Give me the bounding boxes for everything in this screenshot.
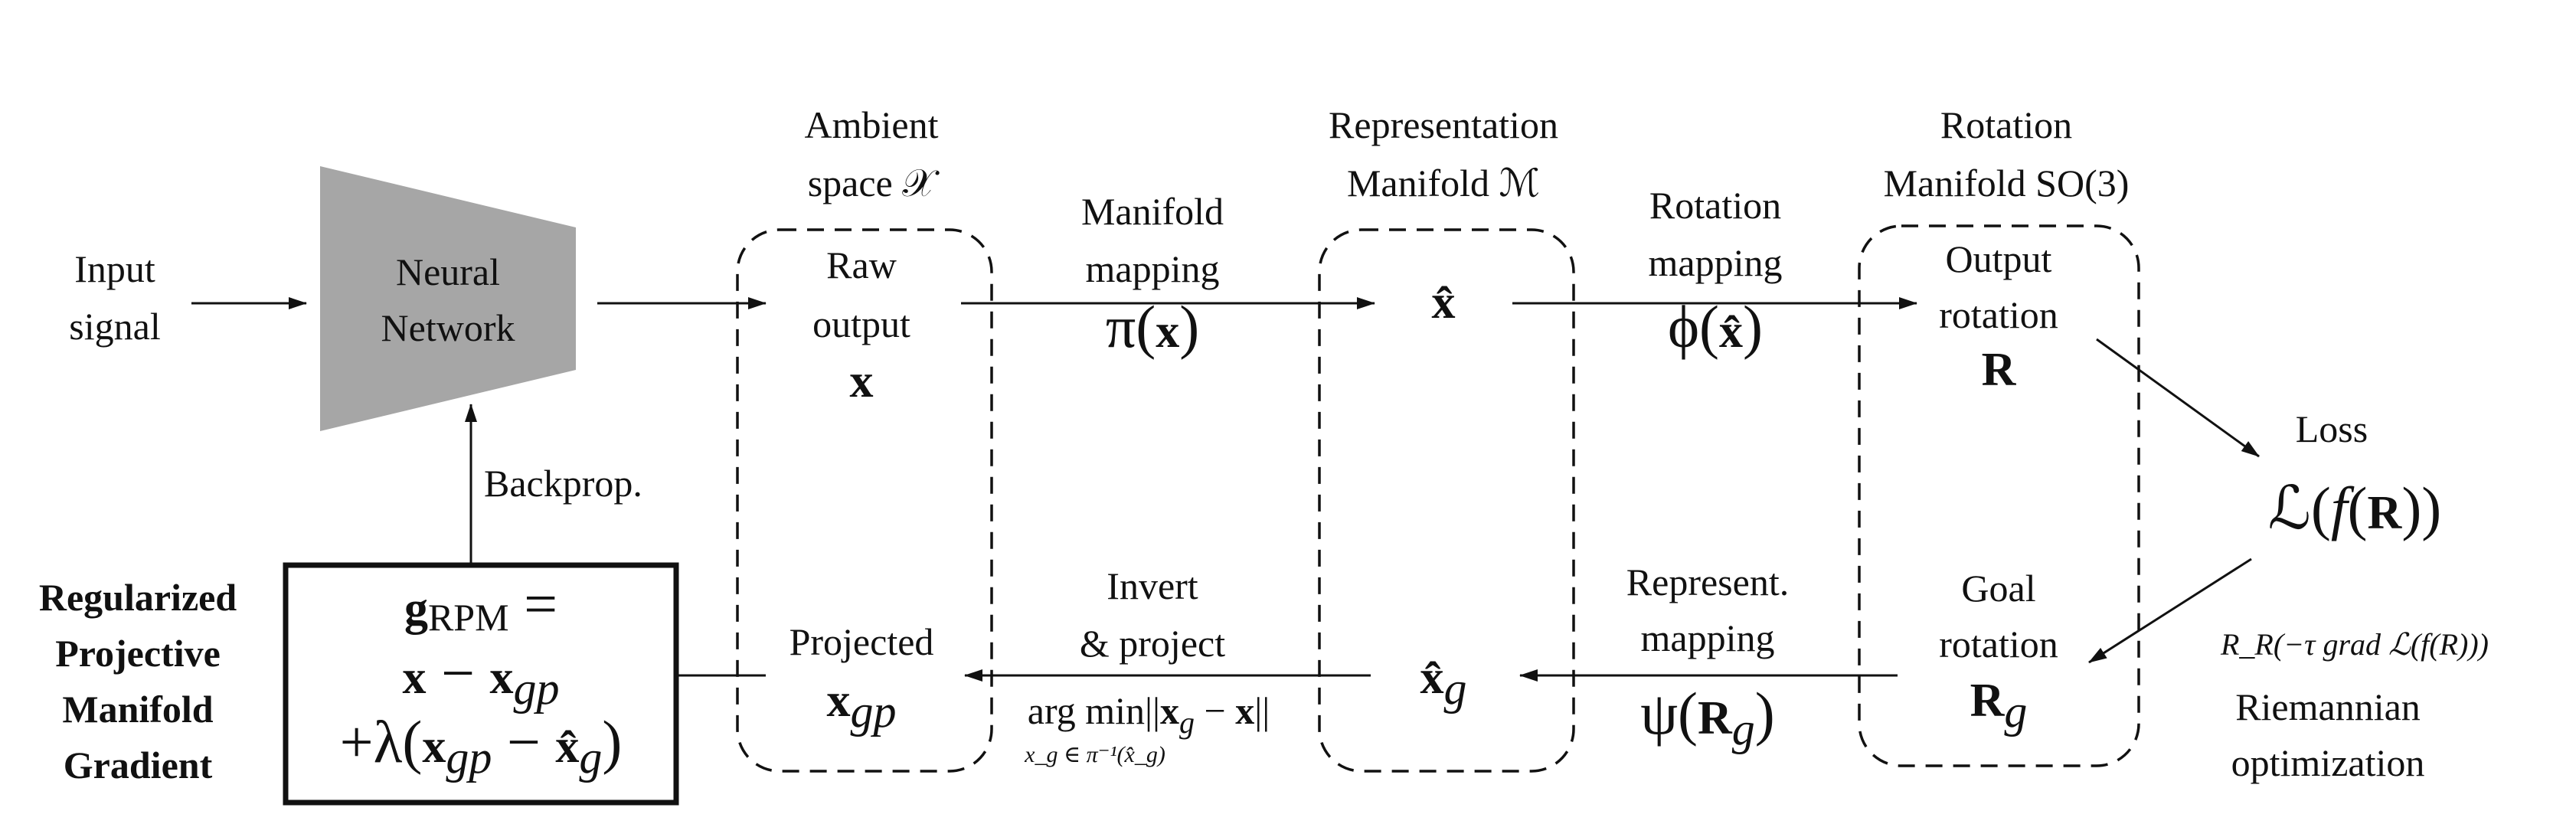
ambient-space-box — [736, 228, 993, 773]
loss-formula: ℒ(f(R)) — [2268, 475, 2442, 541]
svg-text:mapping: mapping — [1641, 616, 1775, 659]
svg-text:Projected: Projected — [789, 620, 934, 663]
manifold-mapping-label: Manifold mapping π(x) — [1081, 190, 1224, 360]
arrow-loss-to-goal-rotation — [2088, 558, 2252, 664]
svg-text:mapping: mapping — [1086, 247, 1220, 290]
x-hat-node: x̂ — [1432, 276, 1456, 329]
representation-manifold-box — [1318, 228, 1575, 773]
svg-text:x: x — [850, 355, 874, 407]
svg-text:π(x): π(x) — [1106, 293, 1199, 360]
svg-text:Raw: Raw — [826, 244, 897, 286]
svg-text:Manifold: Manifold — [62, 688, 213, 731]
svg-text:+λ(xgp − x̂g): +λ(xgp − x̂g) — [340, 708, 623, 783]
svg-text:R: R — [1982, 344, 2017, 396]
svg-text:rotation: rotation — [1939, 623, 2058, 665]
svg-text:Ambient: Ambient — [805, 103, 939, 146]
svg-text:Manifold: Manifold — [1081, 190, 1224, 233]
svg-text:ψ(Rg): ψ(Rg) — [1640, 680, 1775, 754]
svg-text:signal: signal — [69, 305, 160, 348]
svg-text:Represent.: Represent. — [1626, 561, 1789, 603]
svg-text:Rg: Rg — [1970, 675, 2028, 737]
loss-label: Loss — [2296, 407, 2368, 450]
projected-node: Projected xgp — [789, 620, 934, 737]
goal-rotation-node: Goal rotation Rg — [1939, 567, 2058, 737]
rpm-caption: Regularized Projective Manifold Gradient — [39, 576, 237, 786]
svg-text:xgp: xgp — [827, 675, 897, 737]
svg-text:Neural: Neural — [396, 250, 500, 293]
svg-text:Riemannian: Riemannian — [2235, 685, 2421, 728]
svg-text:Goal: Goal — [1961, 567, 2035, 610]
svg-text:rotation: rotation — [1939, 293, 2058, 336]
svg-text:Manifold ℳ: Manifold ℳ — [1347, 162, 1540, 204]
svg-text:x_g ∈ π⁻¹(x̂_g): x_g ∈ π⁻¹(x̂_g) — [1024, 742, 1165, 767]
svg-text:arg min||xg − x||: arg min||xg − x|| — [1028, 689, 1270, 740]
svg-text:Representation: Representation — [1329, 103, 1558, 146]
svg-text:gRPM =: gRPM = — [404, 571, 557, 639]
representation-manifold-header: Representation Manifold ℳ — [1329, 103, 1558, 204]
neural-network-label: Neural Network — [381, 250, 515, 349]
rotation-mapping-label: Rotation mapping ϕ(x̂) — [1649, 184, 1783, 360]
svg-text:ϕ(x̂): ϕ(x̂) — [1668, 293, 1763, 360]
svg-text:x − xgp: x − xgp — [403, 639, 560, 714]
rpm-gradient-box — [283, 562, 679, 806]
svg-text:Rotation: Rotation — [1649, 184, 1781, 227]
svg-text:Output: Output — [1946, 237, 2052, 280]
neural-network-block — [320, 166, 576, 431]
svg-text:output: output — [812, 302, 910, 345]
raw-output-node: Raw output x — [812, 244, 910, 407]
svg-text:& project: & project — [1080, 622, 1225, 665]
svg-text:optimization: optimization — [2231, 741, 2425, 784]
represent-mapping-label: Represent. mapping ψ(Rg) — [1626, 561, 1789, 754]
ambient-space-header: Ambient space 𝒳 — [805, 103, 940, 204]
svg-text:Input: Input — [74, 247, 155, 290]
svg-text:Regularized: Regularized — [39, 576, 237, 619]
rotation-manifold-header: Rotation Manifold SO(3) — [1884, 103, 2130, 204]
riemannian-formula: R_R(−τ grad ℒ(f(R))) — [2220, 627, 2489, 662]
x-hat-g-node: x̂g — [1420, 652, 1467, 714]
backprop-label: Backprop. — [484, 462, 642, 505]
svg-text:Manifold SO(3): Manifold SO(3) — [1884, 162, 2130, 204]
riemannian-optimization-label: Riemannian optimization — [2231, 685, 2425, 784]
svg-text:Gradient: Gradient — [64, 744, 213, 786]
svg-text:space 𝒳: space 𝒳 — [808, 162, 940, 204]
output-rotation-node: Output rotation R — [1939, 237, 2058, 396]
arrow-rotation-to-loss — [2096, 338, 2260, 458]
svg-text:mapping: mapping — [1649, 241, 1783, 284]
svg-text:Rotation: Rotation — [1940, 103, 2072, 146]
rpm-gradient-formula: gRPM = x − xgp +λ(xgp − x̂g) — [340, 571, 623, 783]
invert-project-label: Invert & project arg min||xg − x|| x_g ∈… — [1024, 564, 1270, 767]
input-signal-label: Input signal — [69, 247, 160, 348]
svg-text:Invert: Invert — [1107, 564, 1198, 607]
svg-text:Network: Network — [381, 306, 515, 349]
rotation-manifold-box — [1858, 224, 2140, 767]
svg-text:Projective: Projective — [55, 632, 221, 675]
